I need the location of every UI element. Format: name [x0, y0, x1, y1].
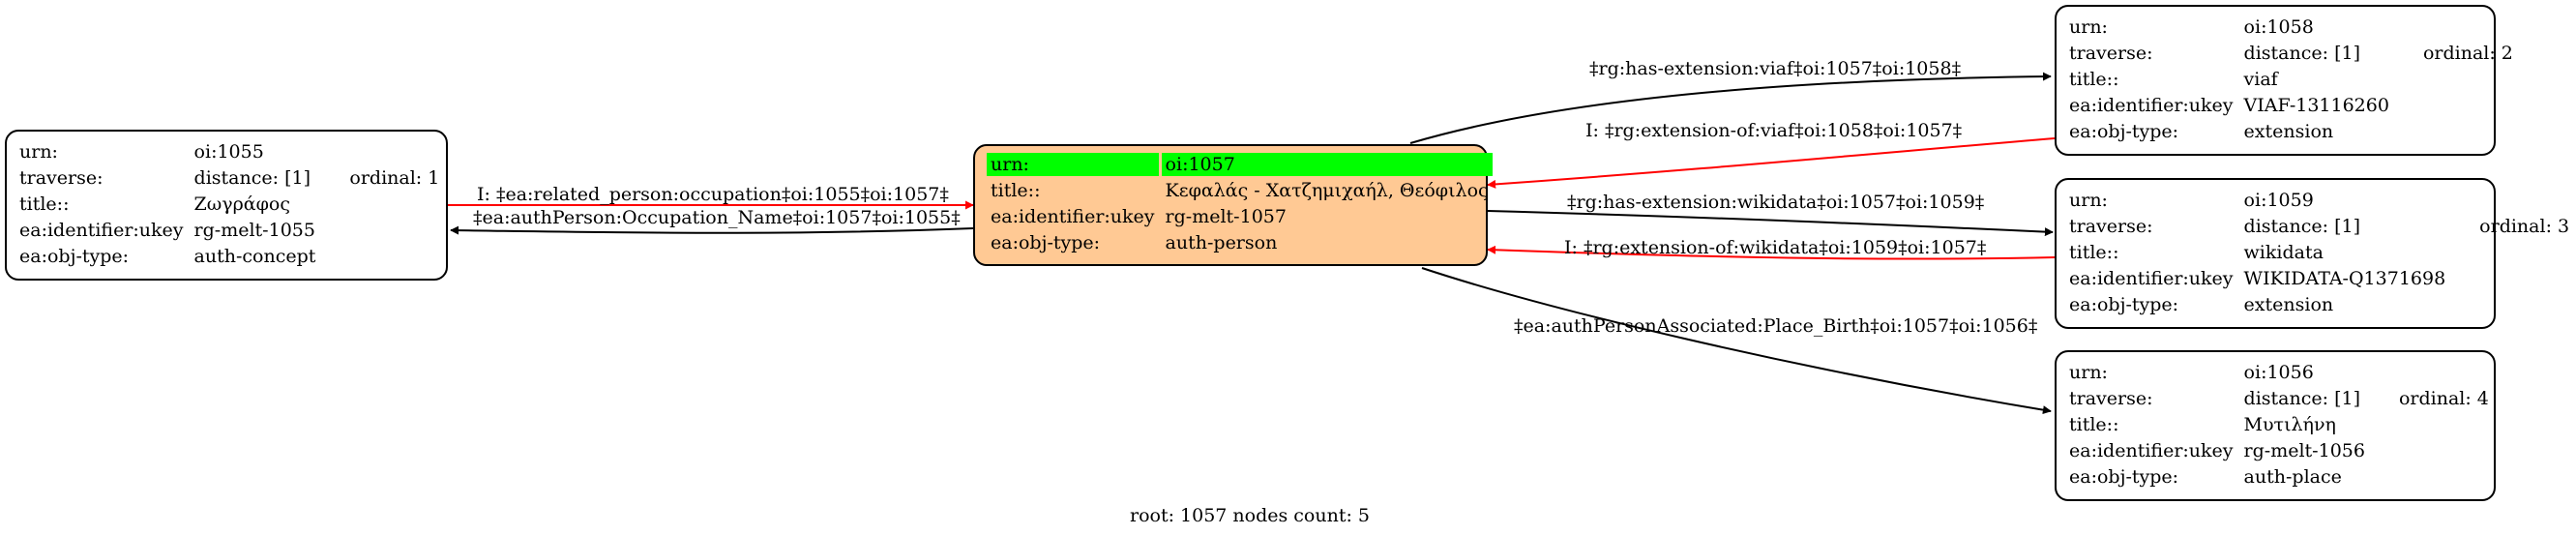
node-row-obj-type: ea:obj-type: auth-person — [987, 231, 1493, 254]
node-row-ukey: ea:identifier:ukey VIAF-13116260 — [2065, 94, 2517, 117]
row-key: urn: — [19, 141, 58, 163]
node-oi-1056[interactable]: urn: oi:1056 traverse: distance: [1] ord… — [2055, 350, 2496, 501]
node-row-traverse: traverse: distance: [1] ordinal: 1 — [15, 166, 443, 190]
node-row-title: title:: Κεφαλάς - Χατζημιχαήλ, Θεόφιλος — [987, 179, 1493, 202]
row-ordinal: ordinal: 2 — [2422, 43, 2513, 64]
row-value: auth-person — [1165, 232, 1278, 253]
row-key: traverse: — [2069, 43, 2153, 64]
edge-label-related-person: I: ‡ea:related_person:occupation‡oi:1055… — [477, 184, 949, 205]
node-row-traverse: traverse: distance: [1] ordinal: 2 — [2065, 42, 2517, 65]
row-value: distance: [1] — [2243, 216, 2360, 237]
row-value: extension — [2243, 294, 2334, 315]
row-value: oi:1059 — [2243, 190, 2314, 211]
row-key: ea:identifier:ukey — [991, 206, 1155, 227]
node-row-title: title:: Μυτιλήνη — [2065, 413, 2493, 436]
row-value: rg-melt-1055 — [193, 220, 315, 241]
row-key: ea:obj-type: — [2069, 294, 2179, 315]
node-row-traverse: traverse: distance: [1] ordinal: 3 — [2065, 215, 2573, 238]
row-value: VIAF-13116260 — [2243, 95, 2389, 116]
row-key: urn: — [2069, 16, 2108, 38]
edge-auth-occupation — [450, 225, 974, 235]
graph-caption: root: 1057 nodes count: 5 — [1129, 505, 1371, 526]
row-value: oi:1058 — [2243, 16, 2314, 38]
row-ordinal: ordinal: 1 — [349, 167, 440, 189]
node-row-urn: urn: oi:1057 — [987, 153, 1493, 176]
row-key: ea:obj-type: — [991, 232, 1101, 253]
row-key: traverse: — [19, 167, 104, 189]
node-row-urn: urn: oi:1058 — [2065, 15, 2517, 39]
node-row-title: title:: Ζωγράφος — [15, 193, 443, 216]
node-row-title: title:: viaf — [2065, 68, 2517, 91]
row-value: viaf — [2243, 69, 2278, 90]
row-value: rg-melt-1057 — [1165, 206, 1287, 227]
edge-extension-of-viaf — [1487, 137, 2056, 189]
row-value: oi:1055 — [193, 141, 264, 163]
row-ordinal: ordinal: 4 — [2398, 388, 2489, 409]
row-value: auth-place — [2243, 466, 2342, 488]
row-value: WIKIDATA-Q1371698 — [2243, 268, 2446, 289]
node-row-obj-type: ea:obj-type: extension — [2065, 293, 2573, 316]
node-row-ukey: ea:identifier:ukey rg-melt-1056 — [2065, 439, 2493, 462]
row-key: traverse: — [2069, 388, 2153, 409]
row-value: oi:1056 — [2243, 362, 2314, 383]
edge-label-has-extension-wikidata: ‡rg:has-extension:wikidata‡oi:1057‡oi:10… — [1567, 192, 1985, 213]
node-row-obj-type: ea:obj-type: auth-concept — [15, 245, 443, 268]
node-row-title: title:: wikidata — [2065, 241, 2573, 264]
edge-label-has-extension-viaf: ‡rg:has-extension:viaf‡oi:1057‡oi:1058‡ — [1589, 58, 1962, 79]
row-key: ea:identifier:ukey — [2069, 268, 2234, 289]
row-value: distance: [1] — [193, 167, 311, 189]
row-key: title:: — [2069, 69, 2119, 90]
graph-canvas — [448, 72, 2056, 415]
row-key: title:: — [19, 193, 70, 215]
row-key: title:: — [991, 180, 1041, 201]
node-oi-1055[interactable]: urn: oi:1055 traverse: distance: [1] ord… — [5, 130, 448, 281]
row-key: ea:obj-type: — [2069, 466, 2179, 488]
node-row-obj-type: ea:obj-type: auth-place — [2065, 465, 2493, 489]
edge-label-place-birth: ‡ea:authPersonAssociated:Place_Birth‡oi:… — [1514, 315, 2038, 337]
row-key: urn: — [987, 153, 1159, 176]
edge-label-extension-of-wikidata: I: ‡rg:extension-of:wikidata‡oi:1059‡oi:… — [1564, 237, 1987, 258]
node-row-obj-type: ea:obj-type: extension — [2065, 120, 2517, 143]
node-row-urn: urn: oi:1059 — [2065, 189, 2573, 212]
row-key: ea:identifier:ukey — [2069, 95, 2234, 116]
edge-label-extension-of-viaf: I: ‡rg:extension-of:viaf‡oi:1058‡oi:1057… — [1585, 120, 1963, 141]
row-value: rg-melt-1056 — [2243, 440, 2365, 461]
row-key: ea:obj-type: — [2069, 121, 2179, 142]
node-oi-1058[interactable]: urn: oi:1058 traverse: distance: [1] ord… — [2055, 5, 2513, 156]
row-key: ea:identifier:ukey — [2069, 440, 2234, 461]
node-row-ukey: ea:identifier:ukey WIKIDATA-Q1371698 — [2065, 267, 2573, 290]
row-key: ea:identifier:ukey — [19, 220, 184, 241]
node-oi-1059[interactable]: urn: oi:1059 traverse: distance: [1] ord… — [2055, 178, 2569, 329]
row-value: Κεφαλάς - Χατζημιχαήλ, Θεόφιλος — [1165, 180, 1489, 201]
row-value: distance: [1] — [2243, 388, 2360, 409]
row-value: Μυτιλήνη — [2243, 414, 2336, 435]
row-key: title:: — [2069, 242, 2119, 263]
node-row-ukey: ea:identifier:ukey rg-melt-1055 — [15, 219, 443, 242]
edge-label-auth-occupation: ‡ea:authPerson:Occupation_Name‡oi:1057‡o… — [473, 207, 961, 228]
row-ordinal: ordinal: 3 — [2479, 216, 2570, 237]
edge-has-extension-viaf — [1409, 72, 2052, 144]
edge-has-extension-wikidata — [1487, 210, 2054, 237]
row-value: wikidata — [2243, 242, 2324, 263]
row-value: extension — [2243, 121, 2334, 142]
edge-place-birth — [1421, 267, 2052, 415]
node-row-ukey: ea:identifier:ukey rg-melt-1057 — [987, 205, 1493, 228]
edge-extension-of-wikidata — [1487, 245, 2056, 260]
node-row-urn: urn: oi:1056 — [2065, 361, 2493, 384]
row-value: Ζωγράφος — [193, 193, 290, 215]
row-value: distance: [1] — [2243, 43, 2360, 64]
row-key: urn: — [2069, 190, 2108, 211]
row-key: ea:obj-type: — [19, 246, 130, 267]
row-value: auth-concept — [193, 246, 316, 267]
node-row-traverse: traverse: distance: [1] ordinal: 4 — [2065, 387, 2493, 410]
node-row-urn: urn: oi:1055 — [15, 140, 443, 163]
row-key: traverse: — [2069, 216, 2153, 237]
node-oi-1057-root[interactable]: urn: oi:1057 title:: Κεφαλάς - Χατζημιχα… — [973, 144, 1493, 266]
row-value: oi:1057 — [1161, 153, 1493, 176]
row-key: urn: — [2069, 362, 2108, 383]
row-key: title:: — [2069, 414, 2119, 435]
